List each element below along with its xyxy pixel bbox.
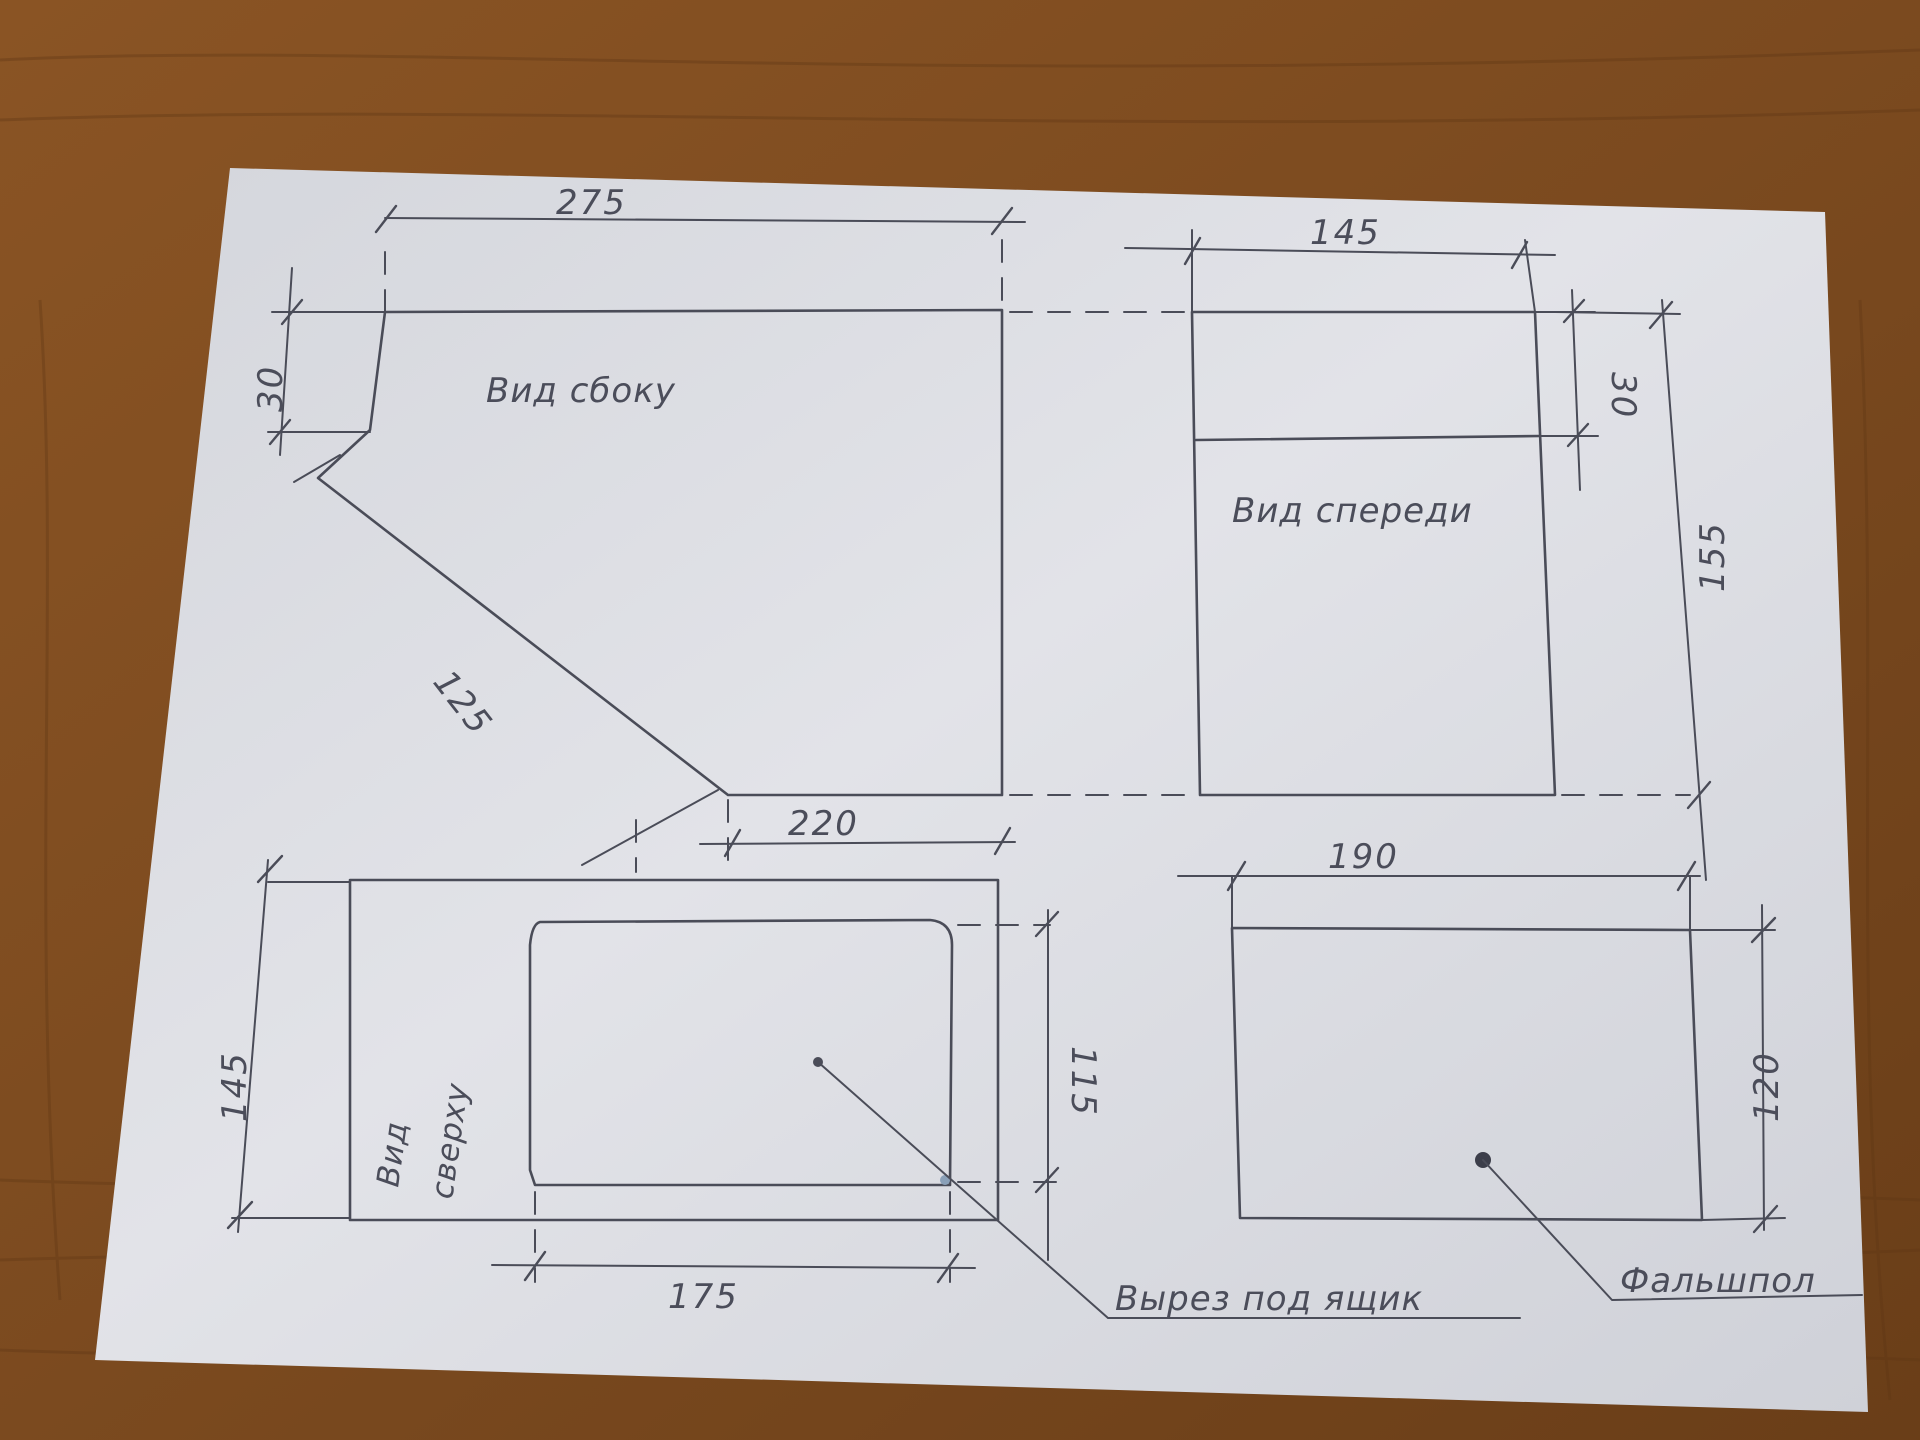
dim-145-top-label: 145 bbox=[215, 1051, 255, 1122]
dim-145-top-line bbox=[237, 859, 269, 1233]
dim-190-label: 190 bbox=[1328, 837, 1399, 877]
false-floor-view: 190 120 bbox=[1177, 837, 1863, 1301]
dim-145-front-line bbox=[1124, 247, 1556, 256]
side-view-label: Вид сбоку bbox=[486, 371, 676, 411]
dim-120-label: 120 bbox=[1747, 1051, 1787, 1122]
false-floor-outline bbox=[1230, 926, 1704, 1222]
front-view-top-band bbox=[1194, 434, 1542, 442]
dim-220-line bbox=[699, 841, 1016, 845]
dim-30-front-label: 30 bbox=[1603, 372, 1643, 419]
dim-30-side-label: 30 bbox=[251, 365, 291, 412]
dim-175-line bbox=[491, 1264, 976, 1269]
top-view-label-line1: Вид bbox=[370, 1119, 415, 1189]
top-view-outline bbox=[348, 878, 1000, 1222]
top-view: 145 115 175 Вид сверху bbox=[215, 854, 1521, 1319]
cutout-leader-line bbox=[817, 1061, 1521, 1319]
front-view: 145 30 155 Вид спереди bbox=[1124, 213, 1733, 881]
dim-155-label: 155 bbox=[1693, 521, 1733, 592]
false-floor-leader-line bbox=[1482, 1159, 1863, 1301]
top-view-cutout bbox=[528, 918, 954, 1187]
top-view-label-line2: сверху bbox=[424, 1080, 476, 1201]
dim-30-front-line bbox=[1571, 289, 1581, 491]
dim-120-line bbox=[1761, 904, 1765, 1231]
front-view-outline bbox=[1190, 310, 1557, 797]
paper-sheet bbox=[95, 168, 1868, 1412]
side-view-outline bbox=[316, 308, 1004, 797]
dim-220-label: 220 bbox=[788, 804, 859, 844]
dim-145-front-label: 145 bbox=[1310, 213, 1381, 253]
cutout-callout-label: Вырез под ящик bbox=[1115, 1279, 1423, 1319]
dim-175-label: 175 bbox=[668, 1277, 739, 1317]
front-view-label: Вид спереди bbox=[1232, 491, 1473, 531]
dim-115-label: 115 bbox=[1063, 1046, 1103, 1117]
dim-275-label: 275 bbox=[556, 183, 627, 223]
false-floor-callout-label: Фальшпол bbox=[1620, 1261, 1816, 1301]
dim-125-label: 125 bbox=[425, 663, 500, 744]
dim-30-side-line bbox=[279, 267, 293, 456]
dim-275-line bbox=[384, 217, 1026, 223]
dim-155-line bbox=[1661, 299, 1707, 881]
side-view: 275 30 125 220 Вид сбоку bbox=[251, 183, 1196, 873]
